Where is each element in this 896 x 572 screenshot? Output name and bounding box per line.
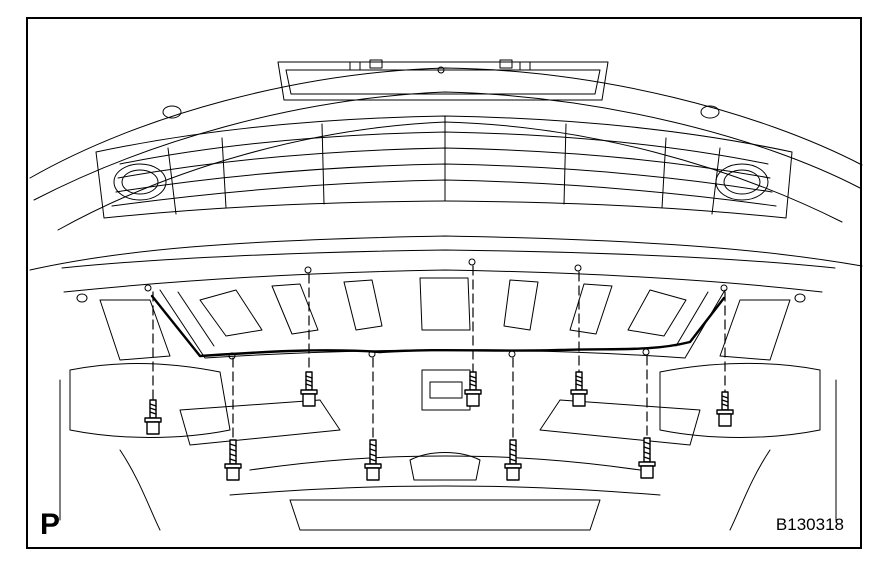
bolt-guide-lines [152,265,726,441]
bolt-icon [464,371,482,407]
engine-under-cover [63,258,823,361]
bumper-holes [76,105,806,303]
bolt-icon [638,437,656,479]
bolt-icon [144,399,162,435]
corner-letter: P [40,508,61,541]
underbody-components [59,362,837,531]
cover-seal-line [150,294,726,358]
bolt-icon [224,439,242,481]
license-plate-area [277,59,609,101]
lower-grille [95,115,793,219]
bolt-icon [364,439,382,481]
figure-id: B130318 [775,515,844,534]
bolt-icon [716,391,734,427]
bolt-icon [570,371,588,407]
bolt-icon-group [144,371,734,481]
bolt-icon [300,371,318,407]
bolt-icon [504,439,522,481]
bumper-outline [29,67,863,271]
